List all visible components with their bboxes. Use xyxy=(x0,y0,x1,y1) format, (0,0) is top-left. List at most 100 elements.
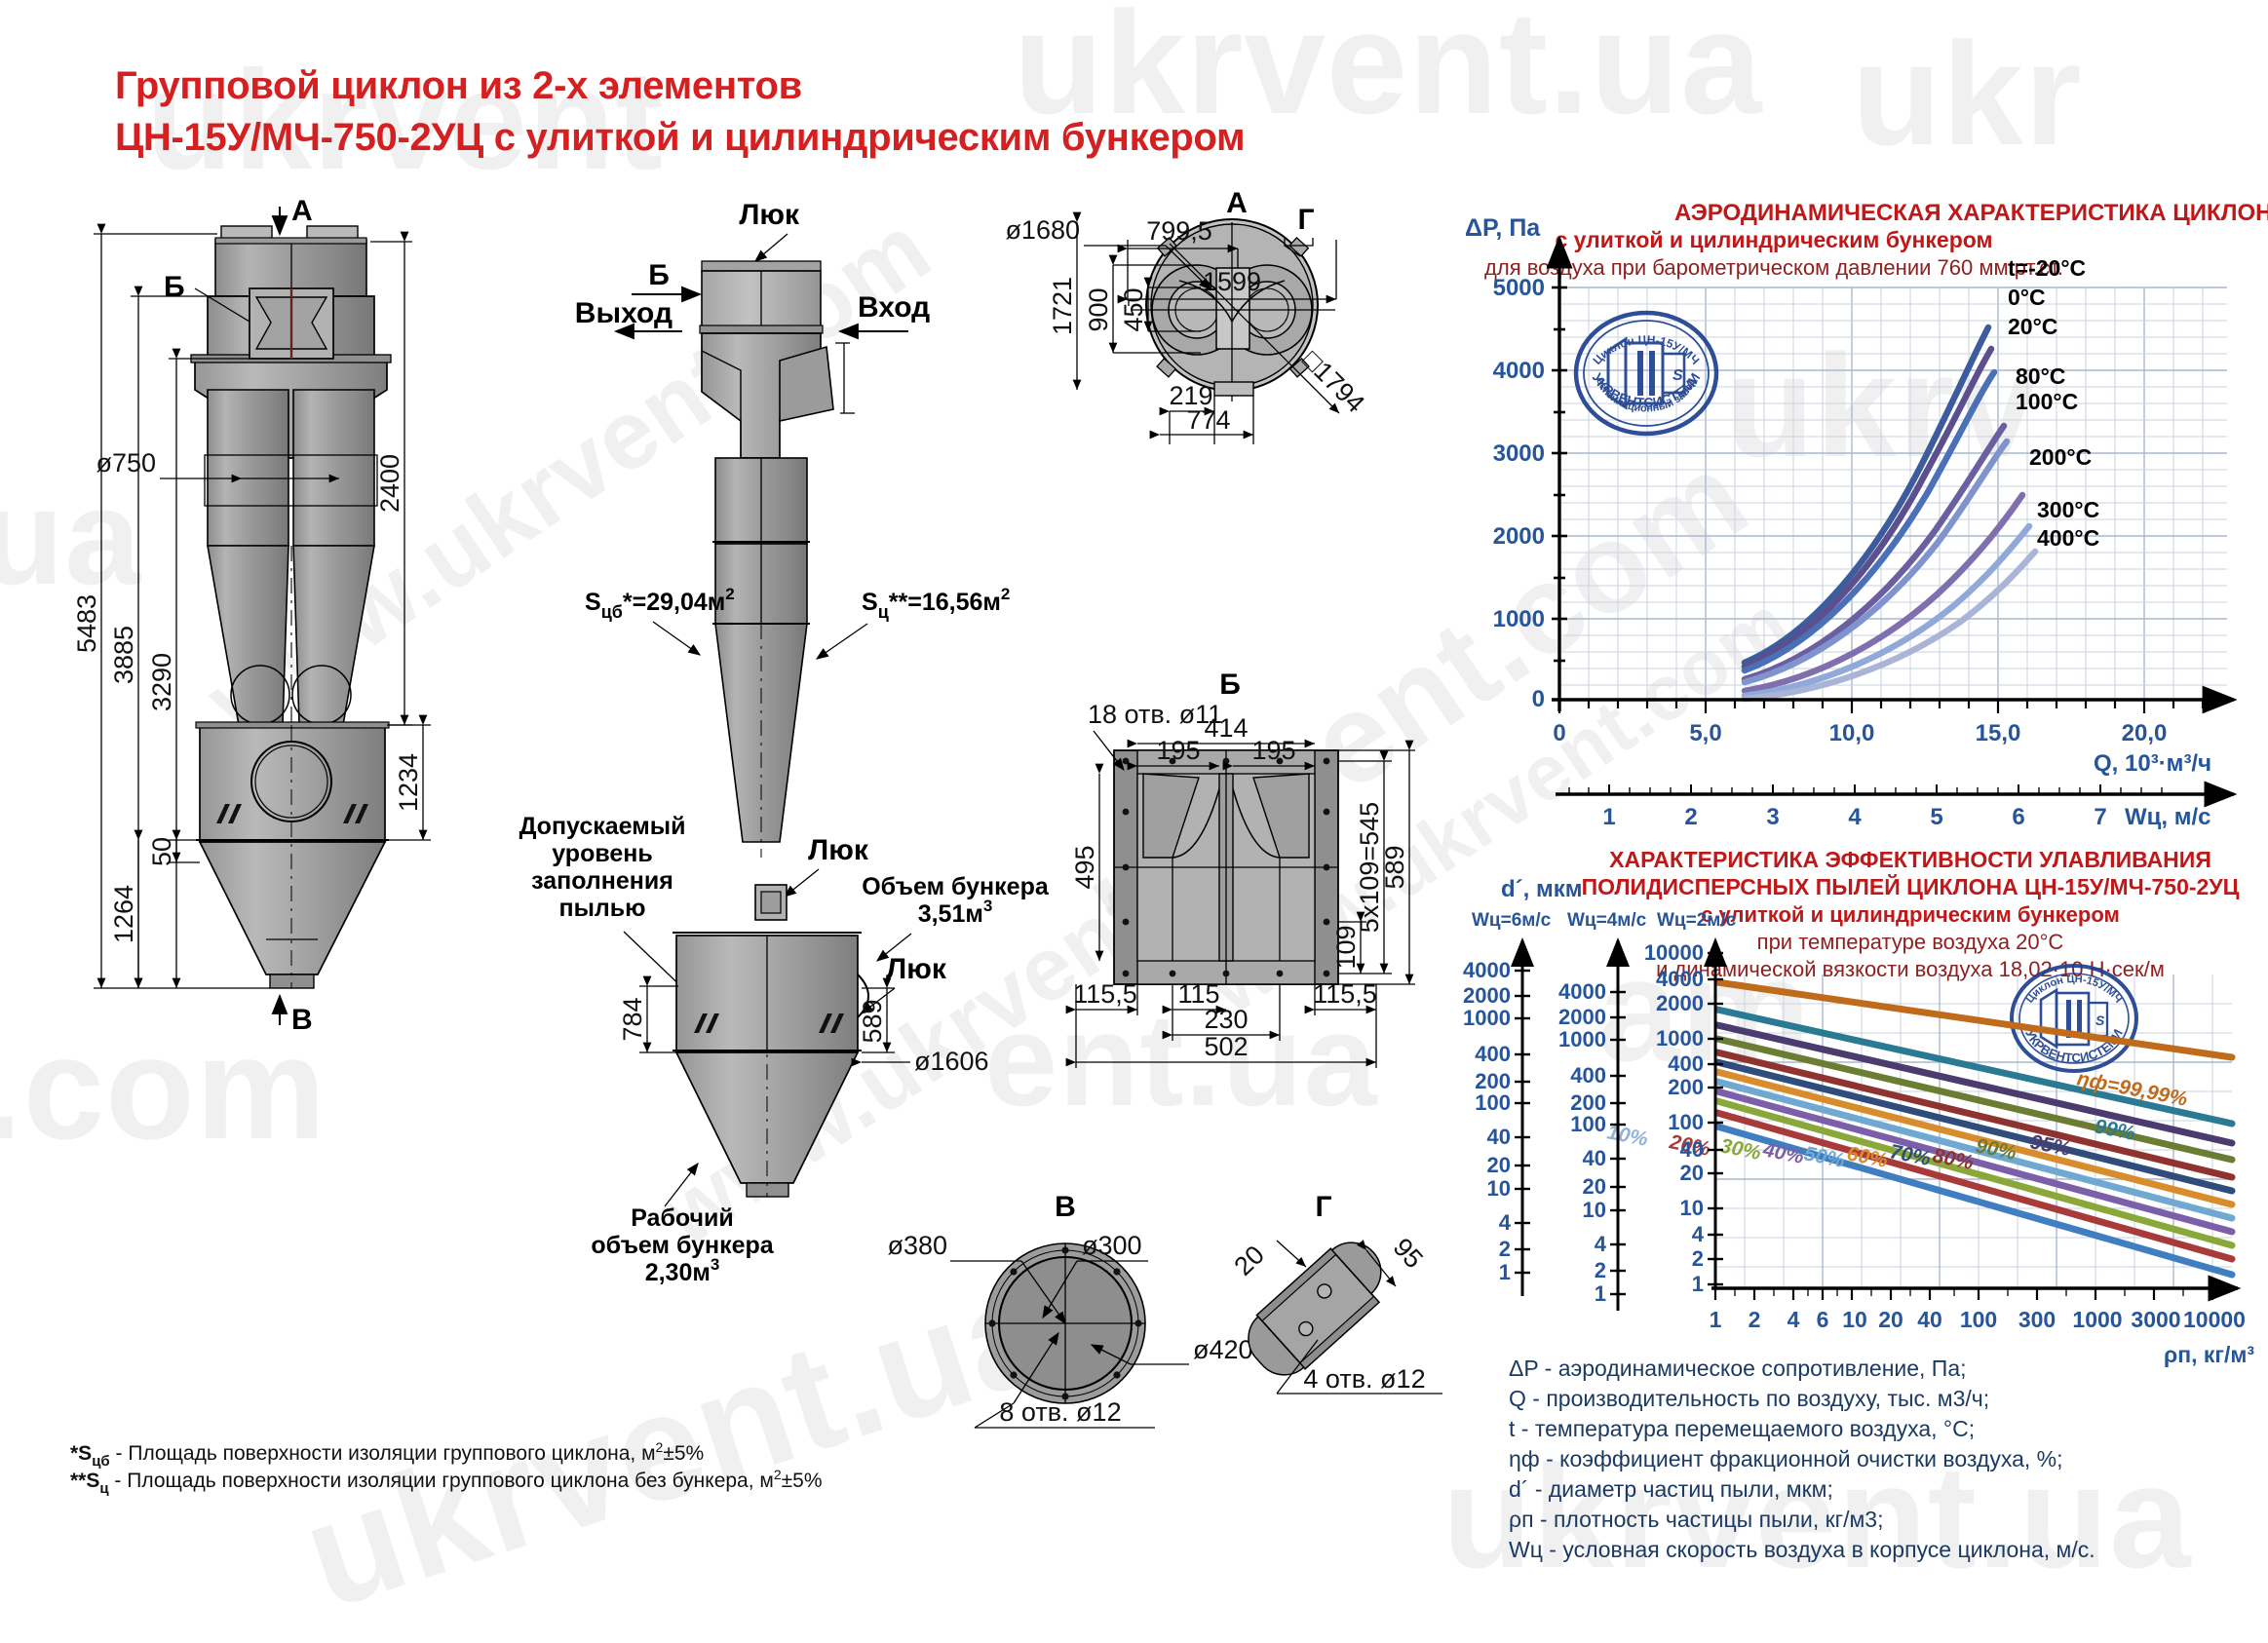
legend-line-5: d´ - диаметр частиц пыли, мкм; xyxy=(1509,1476,1833,1502)
svg-text:4: 4 xyxy=(1848,804,1862,830)
svg-text:300: 300 xyxy=(2018,1307,2056,1332)
plan-A-mark: А xyxy=(1226,187,1248,219)
dim-109: 109 xyxy=(1331,925,1361,969)
legend-line-2: Q - производительность по воздуху, тыс. … xyxy=(1509,1386,1989,1411)
hatch-label-top: Люк xyxy=(739,199,800,262)
svg-text:4: 4 xyxy=(1787,1307,1800,1332)
dim-502: 502 xyxy=(1204,1032,1248,1061)
svg-text:6: 6 xyxy=(2012,804,2024,830)
svg-text:2: 2 xyxy=(1684,804,1697,830)
svg-text:100: 100 xyxy=(1570,1112,1606,1136)
legend-t20: 20°C xyxy=(2008,314,2057,339)
svg-text:10,0: 10,0 xyxy=(1829,720,1875,746)
detail-mark-B-front: Б xyxy=(164,271,185,303)
legend-t-minus20: t=-20°C xyxy=(2008,255,2086,281)
chart1-x2ticks: 1 2 3 4 5 6 7 xyxy=(1602,804,2106,830)
svg-text:4000: 4000 xyxy=(1656,967,1704,991)
section-B-dimensions: 414 195 195 495 109 5х109=545 589 115,5 … xyxy=(1065,713,1415,1068)
chart1-grid xyxy=(1558,287,2227,700)
svg-text:15,0: 15,0 xyxy=(1976,720,2021,746)
svg-text:Wц=4м/с: Wц=4м/с xyxy=(1567,910,1647,931)
dim-3290: 3290 xyxy=(147,653,176,711)
legend-t80: 80°C xyxy=(2016,363,2065,389)
chart1-ylabel: ΔP, Па xyxy=(1465,214,1541,242)
legend-t300: 300°C xyxy=(2037,497,2099,522)
hatch-label-1: Люк xyxy=(739,199,800,231)
svg-text:4: 4 xyxy=(1595,1232,1607,1256)
svg-text:20: 20 xyxy=(1680,1161,1704,1185)
svg-text:Wц=6м/с: Wц=6м/с xyxy=(1472,910,1552,931)
svg-text:1: 1 xyxy=(1499,1260,1511,1284)
legend-line-1: ΔP - аэродинамическое сопротивление, Па; xyxy=(1509,1356,1967,1381)
dim-495: 495 xyxy=(1070,845,1099,889)
svg-text:10: 10 xyxy=(1487,1176,1511,1201)
dim-d1606: ø1606 xyxy=(914,1047,989,1076)
holes-8-d12: 8 отв. ø12 xyxy=(999,1397,1121,1427)
legend-line-6: ρп - плотность частицы пыли, кг/м3; xyxy=(1509,1507,1883,1532)
svg-text:20,0: 20,0 xyxy=(2122,720,2168,746)
bunker-volume-label: Объем бункера xyxy=(862,873,1050,900)
svg-text:6: 6 xyxy=(1817,1307,1829,1332)
hatch-label-mid: Люк xyxy=(754,834,869,921)
svg-text:2: 2 xyxy=(1595,1258,1606,1282)
chart-legend-definitions: ΔP, Па ΔP - аэродинамическое сопротивлен… xyxy=(1509,1356,2095,1562)
outlet-direction: Б Выход xyxy=(575,259,703,340)
stamp2-mid-text: S xyxy=(2095,1013,2105,1028)
dim-784: 784 xyxy=(618,997,647,1041)
svg-text:10: 10 xyxy=(1583,1198,1606,1222)
dim-195a: 195 xyxy=(1156,736,1200,765)
svg-text:5000: 5000 xyxy=(1493,275,1545,301)
svg-text:2000: 2000 xyxy=(1493,523,1545,550)
chart2-ylabel: d´, мкм xyxy=(1501,876,1583,902)
title-line-1: Групповой циклон из 2-х элементов xyxy=(115,64,802,107)
dim-195b: 195 xyxy=(1251,736,1295,765)
svg-text:200: 200 xyxy=(1475,1069,1511,1093)
view-mark-V-front: В xyxy=(271,993,313,1036)
area-bare: Sц**=16,56м2 xyxy=(862,585,1010,622)
chart1-xlabel: Q, 10³·м³/ч xyxy=(2094,750,2211,777)
dim-5x109: 5х109=545 xyxy=(1355,802,1384,933)
front-elevation-view: А Б xyxy=(72,195,431,1036)
chart2-title: ХАРАКТЕРИСТИКА ЭФФЕКТИВНОСТИ УЛАВЛИВАНИЯ xyxy=(1609,847,2211,872)
dim-1721: 1721 xyxy=(1048,277,1077,335)
svg-text:0: 0 xyxy=(1532,686,1545,712)
chart1-subtitle2: для воздуха при барометрическом давлении… xyxy=(1484,255,2063,280)
dim-1264: 1264 xyxy=(109,885,138,943)
area-insulated: Sцб*=29,04м2 xyxy=(585,585,735,622)
legend-t200: 200°C xyxy=(2029,444,2092,470)
dim-5483: 5483 xyxy=(72,594,101,653)
dim-115-5a: 115,5 xyxy=(1073,979,1137,1009)
view-V-mark: В xyxy=(1055,1191,1076,1223)
view-G-detail: Г 20 95 4 отв. ø12 xyxy=(1229,1191,1442,1395)
chart2-axis-headers: Wц=6м/с Wц=4м/с Wц=2м/с xyxy=(1472,910,1737,931)
dim-450: 450 xyxy=(1119,287,1148,331)
working-volume-annotation: Рабочий объем бункера 2,30м3 xyxy=(591,1162,775,1286)
svg-text:400: 400 xyxy=(1570,1063,1606,1088)
view-mark-A-front: А xyxy=(271,195,313,237)
svg-text:2: 2 xyxy=(1749,1307,1761,1332)
svg-text:1: 1 xyxy=(1692,1272,1704,1296)
svg-text:1: 1 xyxy=(1595,1281,1606,1306)
svg-text:40: 40 xyxy=(1583,1146,1606,1170)
chart1-yticks: 5000 4000 3000 2000 1000 0 xyxy=(1493,275,1545,712)
detail-mark-B-side: Б xyxy=(648,259,670,291)
chart1-xlabel2: Wц, м/с xyxy=(2125,804,2211,830)
chart1-legend: t=-20°C 0°C 20°C 80°C 100°C 200°C 300°C … xyxy=(2008,255,2099,551)
svg-text:1000: 1000 xyxy=(2072,1307,2122,1332)
detail-mark-G: Г xyxy=(1297,204,1314,236)
footnote-1: *Sцб - Площадь поверхности изоляции груп… xyxy=(70,1439,704,1470)
chart2-yaxis2-labels: 4000 2000 1000 400 200 100 40 20 10 4 2 … xyxy=(1558,979,1607,1306)
dim-1234: 1234 xyxy=(394,753,423,812)
view-G-mark: Г xyxy=(1315,1191,1331,1223)
fill-level-l4: пылью xyxy=(558,895,645,922)
svg-text:400: 400 xyxy=(1475,1042,1511,1066)
chart2-subtitle2: при температуре воздуха 20°C xyxy=(1757,930,2064,954)
fill-level-l2: уровень xyxy=(552,840,653,867)
working-volume-l1: Рабочий xyxy=(631,1204,734,1232)
dim-799-5: 799,5 xyxy=(1146,216,1212,246)
plan-view-A: А Г 1599 xyxy=(1005,187,1370,444)
svg-text:2: 2 xyxy=(1692,1246,1704,1271)
outlet-label: Выход xyxy=(575,297,673,329)
title-line-2: ЦН-15У/МЧ-750-2УЦ с улиткой и цилиндриче… xyxy=(115,115,1246,159)
legend-t100: 100°C xyxy=(2016,389,2078,414)
